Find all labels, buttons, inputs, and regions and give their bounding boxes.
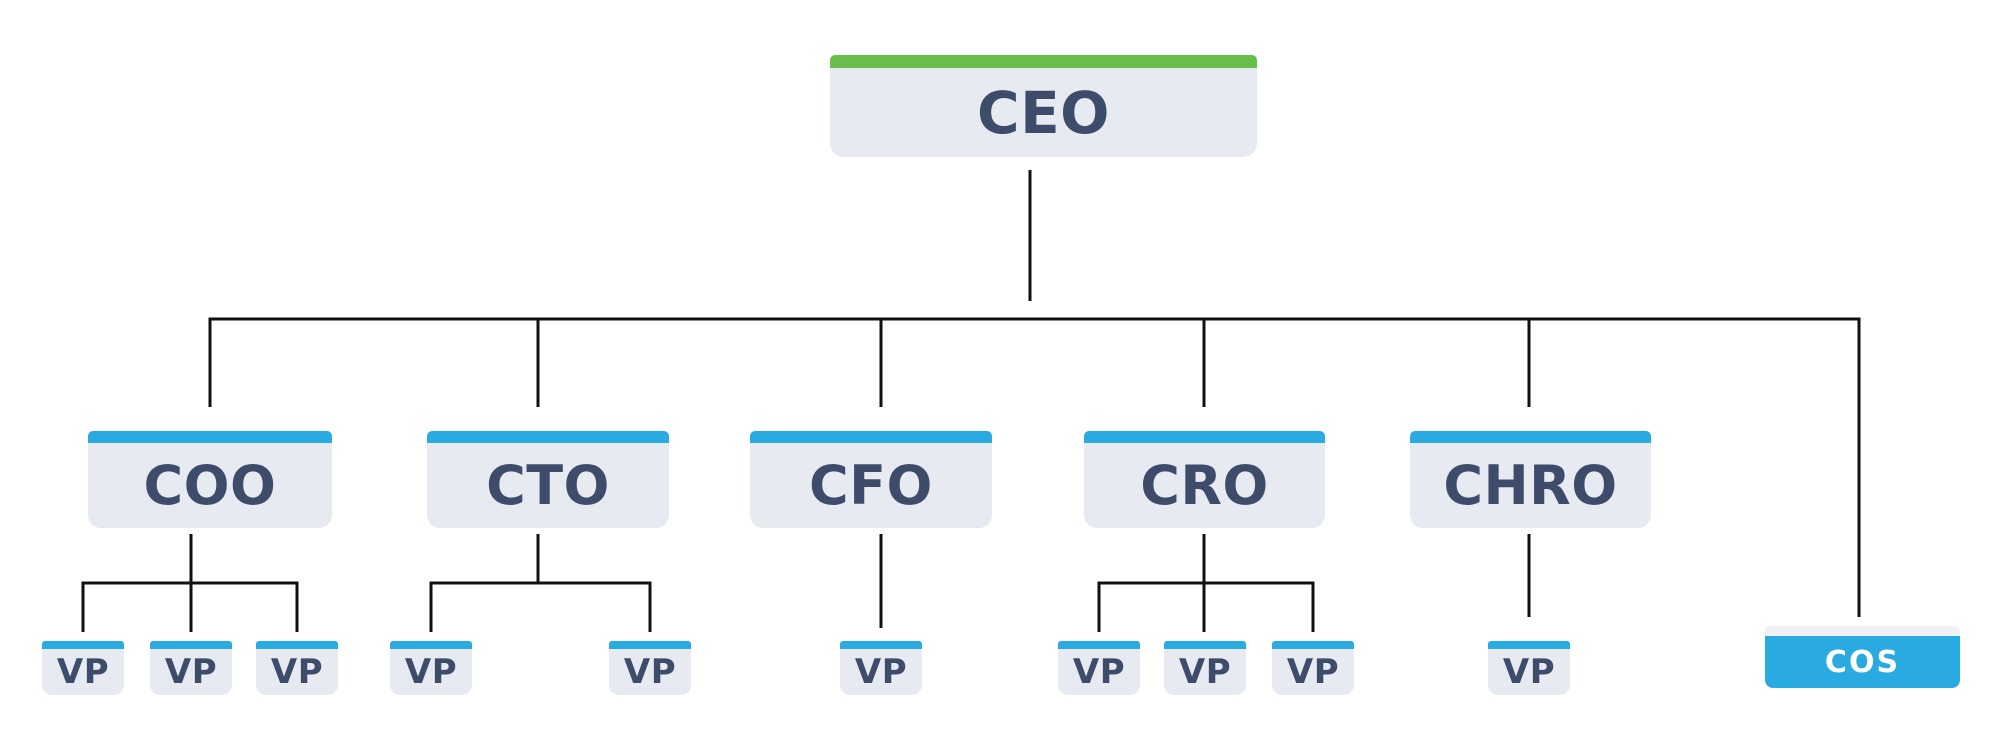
node-vp: VP <box>1058 641 1140 695</box>
node-label: CRO <box>1084 443 1325 528</box>
node-vp: VP <box>1272 641 1354 695</box>
accent-bar <box>750 431 992 443</box>
node-label: COS <box>1765 636 1960 688</box>
accent-bar <box>150 641 232 649</box>
node-label: VP <box>840 649 922 695</box>
accent-bar <box>609 641 691 649</box>
node-label: VP <box>1164 649 1246 695</box>
node-label: VP <box>390 649 472 695</box>
accent-bar <box>1058 641 1140 649</box>
accent-bar <box>390 641 472 649</box>
node-vp: VP <box>1164 641 1246 695</box>
accent-bar <box>1410 431 1651 443</box>
node-label: VP <box>609 649 691 695</box>
node-cos: COS <box>1765 626 1960 688</box>
node-label: VP <box>42 649 124 695</box>
node-label: VP <box>1272 649 1354 695</box>
accent-bar <box>427 431 669 443</box>
node-cro: CRO <box>1084 431 1325 528</box>
node-chro: CHRO <box>1410 431 1651 528</box>
accent-bar <box>256 641 338 649</box>
node-vp: VP <box>390 641 472 695</box>
node-label: VP <box>1058 649 1140 695</box>
node-cfo: CFO <box>750 431 992 528</box>
node-label: VP <box>256 649 338 695</box>
ceo-accent-bar <box>830 55 1257 68</box>
cos-strip-bar <box>1765 626 1960 636</box>
connector-main-rail <box>208 317 1861 617</box>
node-vp: VP <box>150 641 232 695</box>
node-ceo: CEO <box>830 55 1257 157</box>
accent-bar <box>88 431 332 443</box>
node-label: COO <box>88 443 332 528</box>
node-vp: VP <box>840 641 922 695</box>
node-vp: VP <box>609 641 691 695</box>
node-vp: VP <box>256 641 338 695</box>
node-coo: COO <box>88 431 332 528</box>
node-label: CTO <box>427 443 669 528</box>
connector-cro-children <box>1097 534 1315 632</box>
node-label: CEO <box>830 68 1257 157</box>
connector-cto-children <box>429 534 652 632</box>
node-cto: CTO <box>427 431 669 528</box>
accent-bar <box>840 641 922 649</box>
node-vp: VP <box>1488 641 1570 695</box>
connector-coo-children <box>81 534 299 632</box>
node-label: VP <box>1488 649 1570 695</box>
accent-bar <box>42 641 124 649</box>
node-vp: VP <box>42 641 124 695</box>
accent-bar <box>1084 431 1325 443</box>
node-label: CHRO <box>1410 443 1651 528</box>
node-label: VP <box>150 649 232 695</box>
accent-bar <box>1164 641 1246 649</box>
node-label: CFO <box>750 443 992 528</box>
accent-bar <box>1488 641 1570 649</box>
accent-bar <box>1272 641 1354 649</box>
